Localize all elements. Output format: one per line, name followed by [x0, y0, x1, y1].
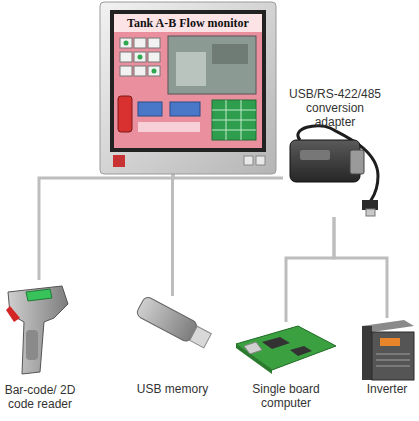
- adapter-label: [300, 150, 330, 160]
- device-label: USB memory: [125, 382, 220, 396]
- db9-connector: [350, 150, 364, 174]
- inverter-side: [362, 326, 372, 380]
- board-chip: [262, 337, 290, 349]
- scanner-body: [8, 286, 68, 374]
- inverter-front: [372, 332, 414, 380]
- camera-image-detail: [212, 44, 248, 64]
- conversion-adapter: [290, 126, 378, 216]
- scanner-grip: [26, 330, 38, 360]
- adapter-node: USB/RS-422/485 conversion adapter: [283, 125, 385, 217]
- inverter-vents: [376, 354, 410, 366]
- home-key: [113, 155, 125, 167]
- gauge-box: [170, 102, 200, 116]
- device-label: Single board computer: [246, 382, 326, 410]
- trend-grid: [212, 100, 256, 140]
- panel-key: [256, 156, 265, 165]
- touch-panel-node: Tank A-B Flow monitor: [100, 2, 276, 174]
- status-lamp: [124, 41, 129, 46]
- usb-plug-metal: [366, 209, 375, 216]
- screen-frame: [110, 10, 266, 152]
- connection-line: [171, 174, 175, 296]
- screen-title-bar: [114, 14, 262, 32]
- screen-button: [134, 52, 146, 62]
- panel-bezel: [100, 2, 276, 174]
- screen-bar: [138, 122, 200, 132]
- connection-line: [334, 217, 387, 318]
- device-node: USB memory: [125, 296, 220, 350]
- screen-title: Tank A-B Flow monitor: [114, 14, 262, 32]
- inverter: [362, 320, 414, 380]
- device-node: Bar-code/ 2D code reader: [0, 280, 78, 378]
- screen-button: [120, 66, 132, 76]
- panel-key: [244, 156, 253, 165]
- status-lamp: [138, 55, 143, 60]
- scanner-window: [6, 306, 20, 322]
- connection-line: [173, 174, 283, 178]
- trend-grid-lines: [212, 100, 256, 140]
- screen-button: [148, 38, 160, 48]
- device-label: Inverter: [353, 382, 419, 396]
- screen-background: [114, 32, 262, 148]
- usb-stick-plug: [190, 326, 212, 348]
- device-label: USB/RS-422/485 conversion adapter: [285, 87, 385, 129]
- barcode-reader: [6, 286, 68, 374]
- screen-button: [120, 38, 132, 48]
- inverter-display: [380, 338, 400, 346]
- usb-stick-body: [135, 295, 198, 343]
- board-edge: [236, 344, 272, 374]
- screen-button: [120, 52, 132, 62]
- scanner-indicator: [26, 289, 52, 301]
- status-lamp: [152, 69, 157, 74]
- screen-button: [148, 52, 160, 62]
- device-node: Single board computer: [234, 322, 338, 378]
- device-label: Bar-code/ 2D code reader: [0, 383, 82, 411]
- circuit-board: [236, 326, 336, 370]
- usb-memory: [135, 295, 212, 350]
- tank-icon: [118, 96, 132, 132]
- screen-button: [148, 66, 160, 76]
- connection-line: [286, 217, 334, 322]
- connection-line: [39, 174, 173, 280]
- screen-button: [134, 66, 146, 76]
- camera-image-detail: [176, 52, 206, 86]
- camera-image: [168, 36, 256, 94]
- screen-button: [134, 38, 146, 48]
- touch-panel: [100, 2, 276, 174]
- single-board-computer: [236, 326, 336, 374]
- device-node: Inverter: [357, 318, 417, 382]
- gauge-box: [138, 102, 162, 116]
- board-chip: [290, 346, 312, 356]
